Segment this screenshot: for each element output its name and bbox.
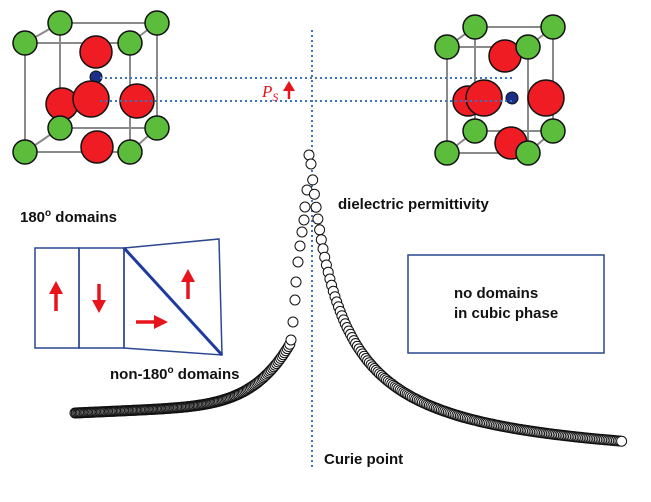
- curve-marker: [307, 174, 319, 186]
- curve-marker: [299, 201, 311, 213]
- cubic-unit-cell: [434, 14, 566, 166]
- oxygen-atom: [80, 130, 114, 164]
- curve-marker: [296, 226, 308, 238]
- a-cation-atom: [540, 14, 566, 40]
- arrow-up-icon: [49, 281, 63, 311]
- curve-marker: [315, 234, 327, 246]
- curve-marker: [292, 256, 304, 268]
- curve-marker: [290, 276, 302, 288]
- a-cation-atom: [462, 14, 488, 40]
- curie-point-label: Curie point: [324, 451, 403, 468]
- curve-marker: [308, 188, 320, 200]
- a-cation-atom: [117, 139, 143, 165]
- oxygen-atom: [79, 35, 113, 69]
- a-cation-atom: [434, 140, 460, 166]
- permittivity-curve: [69, 149, 628, 447]
- a-cation-atom: [540, 118, 566, 144]
- curve-marker: [287, 316, 299, 328]
- cubic-phase-text: in cubic phase: [454, 305, 558, 322]
- guide-lines: [100, 30, 513, 468]
- arrow-right-icon: [136, 315, 168, 329]
- a-cation-atom: [515, 34, 541, 60]
- a-cation-atom: [117, 30, 143, 56]
- domain-wall: [122, 246, 224, 357]
- a-cation-atom: [462, 118, 488, 144]
- domain-180-down: [78, 247, 125, 349]
- b-cation-atom: [505, 91, 519, 105]
- a-cation-atom: [47, 115, 73, 141]
- curve-marker: [303, 149, 315, 161]
- a-cation-atom: [434, 34, 460, 60]
- curve-marker: [285, 334, 297, 346]
- curve-marker: [298, 214, 310, 226]
- oxygen-atom: [527, 79, 565, 117]
- curve-marker: [310, 201, 322, 213]
- curve-marker: [312, 213, 324, 225]
- dielectric-permittivity-label: dielectric permittivity: [338, 196, 490, 213]
- non-180-domains-label: non-180o domains: [110, 365, 239, 383]
- a-cation-atom: [12, 30, 38, 56]
- tetragonal-unit-cell: [12, 10, 170, 165]
- a-cation-atom: [515, 140, 541, 166]
- oxygen-atom: [465, 79, 503, 117]
- oxygen-atom: [72, 80, 110, 118]
- a-cation-atom: [47, 10, 73, 36]
- no-domains-text: no domains: [454, 285, 538, 302]
- curve-marker: [314, 224, 326, 236]
- curve-marker: [289, 294, 301, 306]
- a-cation-atom: [144, 115, 170, 141]
- curve-marker: [294, 240, 306, 252]
- arrow-up-icon: [181, 269, 195, 299]
- a-cation-atom: [144, 10, 170, 36]
- a-cation-atom: [12, 139, 38, 165]
- ps-label: PS: [261, 82, 278, 104]
- arrow-up-icon: [283, 81, 295, 99]
- domains-180-label: 180o domains: [20, 208, 117, 226]
- no-domains-box: no domains in cubic phase: [407, 254, 605, 354]
- curve-marker: [616, 435, 628, 447]
- domain-schematic: [34, 238, 224, 357]
- arrow-down-icon: [92, 284, 106, 313]
- curve-marker: [305, 158, 317, 170]
